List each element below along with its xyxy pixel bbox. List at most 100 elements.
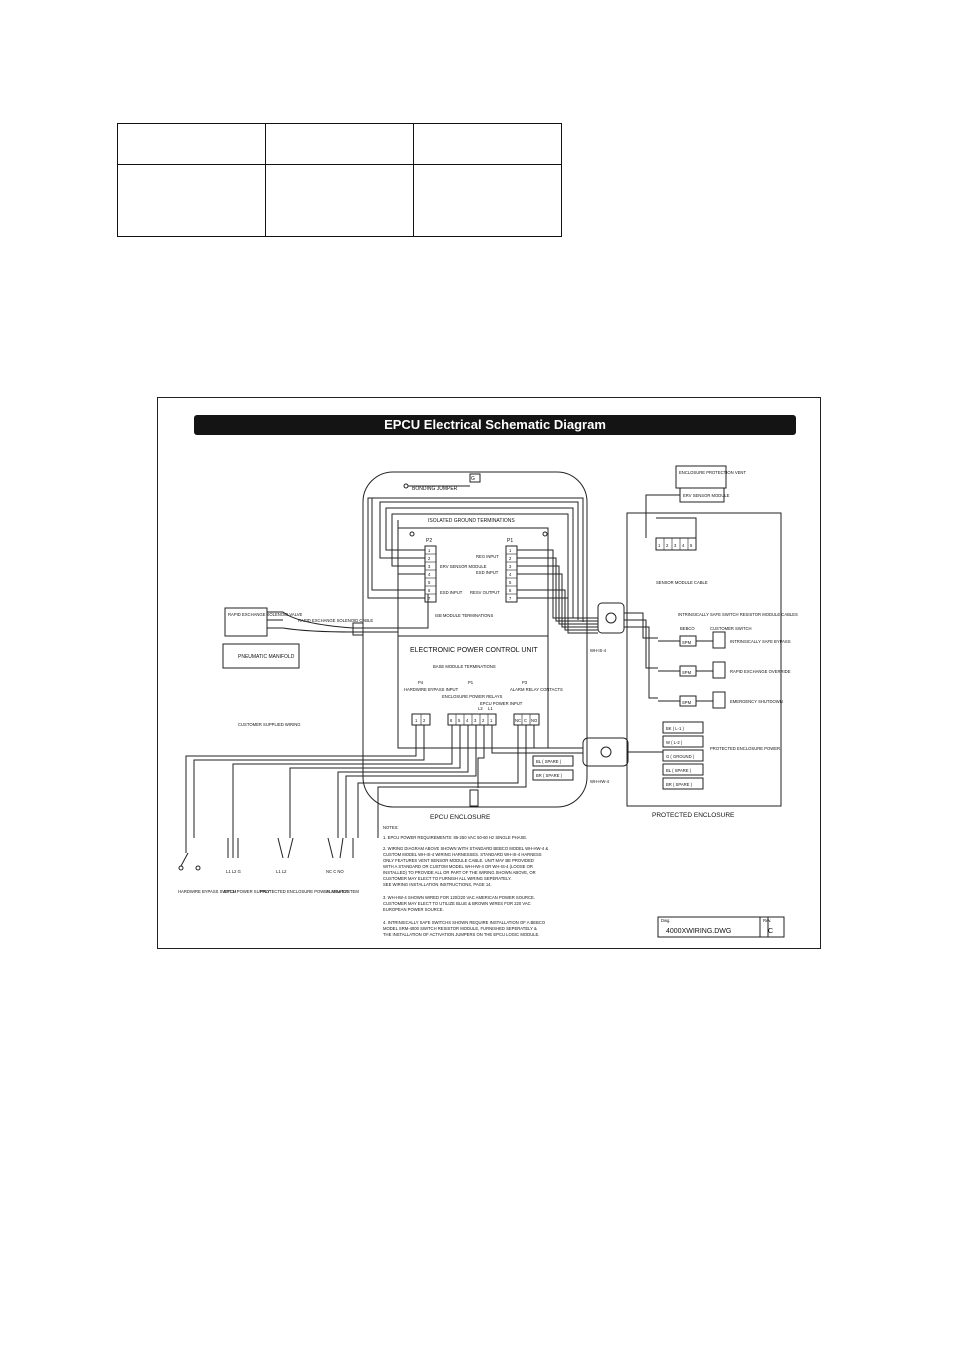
rapid-exchange-valve xyxy=(224,607,268,637)
power-row: G ( GROUND ) xyxy=(666,754,695,759)
rev-value: C xyxy=(768,928,773,935)
erv-sensor-module-label: ERV SENSOR MODULE xyxy=(440,564,487,569)
isb-terminations-label: ISB MODULE TERMINATIONS xyxy=(435,613,493,618)
p4-term: 1 xyxy=(415,718,418,723)
p1-term: 2 xyxy=(509,556,512,561)
p1b-term: 1 xyxy=(490,718,493,723)
note-line: MODEL SRM-4000 SWITCH RESISTOR MODULE, F… xyxy=(383,926,537,931)
p1b-term: 4 xyxy=(466,718,469,723)
switch-label: RAPID EXCHANGE OVERRIDE xyxy=(730,669,791,674)
protected-enclosure-label: PROTECTED ENCLOSURE xyxy=(652,812,735,819)
l1-label: L1 xyxy=(488,706,493,711)
p2-terminal-block xyxy=(424,545,437,603)
spare-row: BR ( SPARE ) xyxy=(536,773,563,778)
p3-term: C xyxy=(524,718,527,723)
p1-term: 6 xyxy=(509,588,512,593)
power-row: BK ( L-1 ) xyxy=(666,726,685,731)
notes-heading: NOTES: xyxy=(383,825,399,830)
epcu-power-input-label: EPCU POWER INPUT xyxy=(480,701,523,706)
header-table-cell xyxy=(265,123,414,165)
p1-term: 4 xyxy=(509,572,512,577)
alarm-relay-contacts-label: ALARM RELAY CONTACTS xyxy=(510,687,563,692)
spm-label: SPM xyxy=(682,700,692,705)
external-terms: NC C NO xyxy=(326,869,344,874)
bebco-label: BEBCO xyxy=(680,626,695,631)
esd-input-right-label: ESD INPUT xyxy=(476,570,499,575)
note-line: 1. EPCU POWER REQUIREMENTS: 85-250 VAC 5… xyxy=(383,835,527,840)
external-terms: L1 L2 xyxy=(276,869,287,874)
p1-term: 5 xyxy=(509,580,512,585)
external-label: EPCU POWER SUPPLY xyxy=(224,889,270,894)
note-line: CUSTOM MODEL WH-IS-4 WIRING HARNESSES. S… xyxy=(383,852,542,857)
diagram-title: EPCU Electrical Schematic Diagram xyxy=(194,415,796,435)
spare-row: BL ( SPARE ) xyxy=(536,759,562,764)
p3-term: NC xyxy=(515,718,521,723)
base-terminations-label: BASE MODULE TERMINATIONS xyxy=(433,664,496,669)
p2-term: 6 xyxy=(428,588,431,593)
reg-input-label: REG INPUT xyxy=(476,554,499,559)
protected-power-label: PROTECTED ENCLOSURE POWER xyxy=(710,746,780,751)
power-row: BR ( SPARE ) xyxy=(666,782,693,787)
power-row: BL ( SPARE ) xyxy=(666,768,692,773)
esd-input-left-label: ESD INPUT xyxy=(440,590,463,595)
external-label: HARDWIRE BYPASS SWITCH xyxy=(178,889,236,894)
ground-marker: G xyxy=(471,476,475,482)
p1-terminal-block xyxy=(505,545,518,603)
header-table-cell xyxy=(117,164,266,237)
terminal-num: 4 xyxy=(682,543,685,548)
note-line: WITH A STANDARD OR CUSTOM MODEL WH-HW-4 … xyxy=(383,864,533,869)
note-line: THE INSTALLATION OF ACTIVATION JUMPERS O… xyxy=(383,932,539,937)
rapid-exchange-cable-label: RAPID EXCHANGE SOLENOID CABLE xyxy=(298,618,373,623)
schematic-drawing: BONDING JUMPER G ISOLATED GROUND TERMINA… xyxy=(178,465,798,938)
harness-hw-label: WH-HW-4 xyxy=(590,779,610,784)
switch-label: EMERGENCY SHUTDOWN xyxy=(730,699,783,704)
rev-label: Rev. xyxy=(763,918,771,923)
note-line: INSTALLED) TO PROVIDE ALL OR PART OF THE… xyxy=(383,870,536,875)
note-line: CUSTOMER MAY ELECT TO UTILIZE BLUE & BRO… xyxy=(383,901,531,906)
spm-label: SPM xyxy=(682,640,692,645)
p2-term: 2 xyxy=(428,556,431,561)
external-label: ALARM SYSTEM xyxy=(326,889,359,894)
external-terms: L1 L2 G xyxy=(226,869,241,874)
power-row: W ( L-2 ) xyxy=(666,740,683,745)
p4-term: 2 xyxy=(423,718,426,723)
pneumatic-manifold xyxy=(222,643,300,669)
note-line: SEE WIRING INSTALLATION INSTRUCTIONS, PA… xyxy=(383,882,492,887)
header-table-cell xyxy=(413,123,562,165)
note-line: CUSTOMER MAY ELECT TO FURNISH ALL WIRING… xyxy=(383,876,512,881)
p1b-term: 2 xyxy=(482,718,485,723)
external-label: PROTECTED ENCLOSURE POWER SOURCE xyxy=(260,889,349,894)
dwg-number: 4000XWIRING.DWG xyxy=(666,928,731,935)
switch-label: INTRINSICALLY SAFE BYPASS xyxy=(730,639,791,644)
p2-term: 3 xyxy=(428,564,431,569)
note-line: EUROPEAN POWER SOURCE. xyxy=(383,907,444,912)
text-layer: BONDING JUMPER G ISOLATED GROUND TERMINA… xyxy=(178,470,798,937)
customer-switch xyxy=(712,631,726,649)
note-line: 2. WIRING DIAGRAM ABOVE SHOWN WITH STAND… xyxy=(383,846,548,851)
customer-switch xyxy=(712,661,726,679)
terminal-num: 5 xyxy=(690,543,693,548)
customer-wiring-label: CUSTOMER SUPPLIED WIRING xyxy=(238,722,301,727)
customer-switch-label: CUSTOMER SWITCH xyxy=(710,626,752,631)
note-line: ONLY FEATURES VENT SENSOR MODULE CABLE. … xyxy=(383,858,534,863)
control-unit-outline xyxy=(397,527,549,749)
enclosure-power-relays-label: ENCLOSURE POWER RELAYS xyxy=(442,694,503,699)
p1b-term: 6 xyxy=(450,718,453,723)
l2-label: L2 xyxy=(478,706,483,711)
header-table-cell xyxy=(117,123,266,165)
p2-term: 7 xyxy=(428,596,431,601)
header-table xyxy=(117,123,562,237)
p2-label: P2 xyxy=(426,538,432,544)
p1-label: P1 xyxy=(507,538,513,544)
title-block xyxy=(657,916,769,938)
p1-term: 1 xyxy=(509,548,512,553)
note-line: 3. WH-HW-4 SHOWN WIRED FOR 120/220 VAC A… xyxy=(383,895,535,900)
harness-wh-hw-4 xyxy=(582,737,629,767)
customer-switch xyxy=(712,691,726,709)
resv-output-label: RESV OUTPUT xyxy=(470,590,500,595)
p3-label: P3 xyxy=(522,680,528,685)
erv-sensor-label: ERV SENSOR MODULE xyxy=(683,493,730,498)
p2-term: 1 xyxy=(428,548,431,553)
p1b-term: 5 xyxy=(458,718,461,723)
p1b-label: P1 xyxy=(468,680,474,685)
